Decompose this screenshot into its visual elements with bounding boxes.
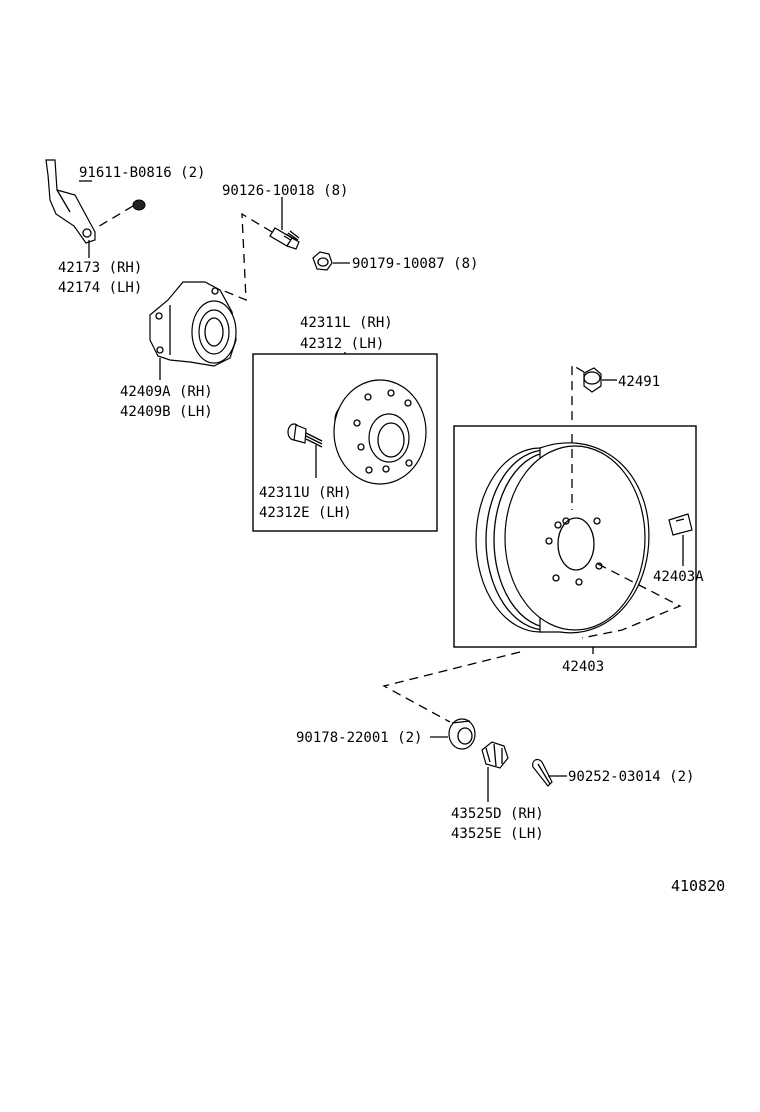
label-42409A: 42409A (RH) xyxy=(120,384,213,400)
leader-line xyxy=(581,563,682,639)
label-42409B: 42409B (LH) xyxy=(120,404,213,420)
label-91611: 91611-B0816 (2) xyxy=(79,165,205,181)
label-90179: 90179-10087 (8) xyxy=(352,256,478,272)
bracket-part xyxy=(45,159,96,244)
label-43525E: 43525E (LH) xyxy=(451,826,544,842)
axle-hub-part xyxy=(333,379,427,485)
stud-bolt-90126-part xyxy=(269,227,300,250)
bolt-91611-part xyxy=(132,199,146,211)
label-43525D: 43525D (RH) xyxy=(451,806,544,822)
label-42403: 42403 xyxy=(562,659,604,675)
clip-42403A-part xyxy=(668,513,693,536)
label-42311U: 42311U (RH) xyxy=(259,485,352,501)
hole-plug-42491-part xyxy=(583,367,602,393)
label-42403A: 42403A xyxy=(653,569,704,585)
drum-group-box xyxy=(453,425,697,648)
label-42174: 42174 (LH) xyxy=(58,280,142,296)
label-42311L: 42311L (RH) xyxy=(300,315,393,331)
leader-line xyxy=(571,363,585,420)
leader-line xyxy=(221,212,273,301)
label-90252: 90252-03014 (2) xyxy=(568,769,694,785)
label-42312: 42312 (LH) xyxy=(300,336,384,352)
diagram-number: 410820 xyxy=(671,877,725,895)
hub-group-box xyxy=(252,353,438,532)
label-42312E: 42312E (LH) xyxy=(259,505,352,521)
castle-nut-43525-part xyxy=(481,741,509,769)
cotter-pin-90252-part xyxy=(532,758,553,787)
label-42491: 42491 xyxy=(618,374,660,390)
washer-90178-part xyxy=(448,718,476,750)
label-90178: 90178-22001 (2) xyxy=(296,730,422,746)
hub-bolt-42311U-part xyxy=(287,423,323,448)
brake-drum-part xyxy=(475,442,650,634)
leader-line xyxy=(382,651,521,723)
leader-line xyxy=(95,205,134,229)
label-90126: 90126-10018 (8) xyxy=(222,183,348,199)
hub-nut-90179-part xyxy=(312,251,333,271)
label-42173: 42173 (RH) xyxy=(58,260,142,276)
bearing-assembly-part xyxy=(149,281,237,367)
